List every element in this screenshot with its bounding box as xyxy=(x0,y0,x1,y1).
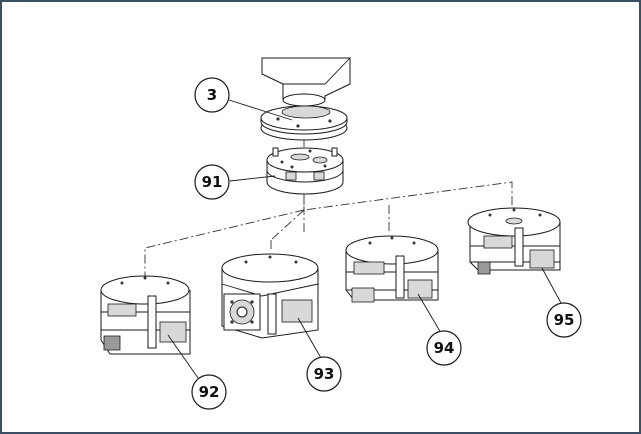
callout-3: 3 xyxy=(194,77,230,113)
callout-95-label: 95 xyxy=(554,311,575,329)
callout-3-label: 3 xyxy=(207,86,217,104)
leader-lines xyxy=(167,99,562,379)
callout-92: 92 xyxy=(191,374,227,410)
callout-94: 94 xyxy=(426,330,462,366)
mounting-plate-3 xyxy=(260,105,348,141)
callout-94-label: 94 xyxy=(434,339,455,357)
adapter-part xyxy=(261,57,351,107)
callout-92-label: 92 xyxy=(199,383,220,401)
flange-91 xyxy=(266,147,344,195)
callout-93: 93 xyxy=(306,356,342,392)
callout-91: 91 xyxy=(194,164,230,200)
callout-91-label: 91 xyxy=(202,173,223,191)
callout-93-label: 93 xyxy=(314,365,335,383)
module-94 xyxy=(345,235,439,303)
callout-95: 95 xyxy=(546,302,582,338)
module-93 xyxy=(221,253,319,339)
module-95 xyxy=(467,207,561,275)
module-92 xyxy=(100,275,191,355)
distribution-lines xyxy=(144,181,513,276)
